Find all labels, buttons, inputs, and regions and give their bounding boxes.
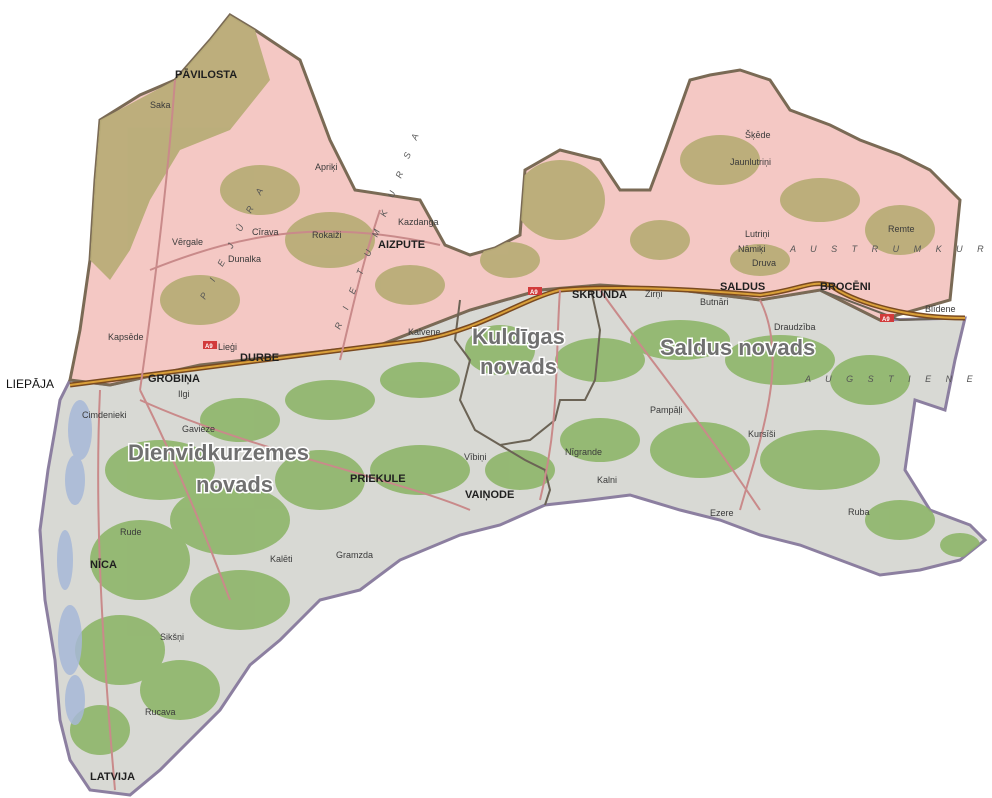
city-labels: PĀVILOSTA AIZPUTE SALDUS BROCĒNI SKRUNDA… (6, 69, 871, 783)
town-kaleti: Kalēti (270, 554, 293, 564)
town-draudziba: Draudzība (774, 322, 816, 332)
town-apriki: Apriķi (315, 162, 338, 172)
town-kalvene: Kalvene (408, 327, 441, 337)
upland-austrumkursa: A U S T R U M K U R S (789, 244, 992, 254)
town-namiki: Nāmiķi (738, 244, 766, 254)
region-saldus: Saldus novads (660, 335, 815, 360)
town-siksni: Sikšņi (160, 632, 184, 642)
town-rude: Rude (120, 527, 142, 537)
town-zirni: Zirņi (645, 289, 663, 299)
town-kursisi: Kursīši (748, 429, 776, 439)
region-kuldigas-line2: novads (480, 354, 557, 379)
town-jaunlutrini: Jaunlutriņi (730, 157, 771, 167)
town-lutrini: Lutriņi (745, 229, 770, 239)
city-aizpute: AIZPUTE (378, 239, 425, 251)
town-vergale: Vērgale (172, 237, 203, 247)
road-shield-a9 (203, 341, 217, 349)
town-ezere: Ezere (710, 508, 734, 518)
road-a9b-label: A9 (530, 290, 538, 296)
town-kazdanga: Kazdanga (398, 217, 439, 227)
town-gramzda: Gramzda (336, 550, 373, 560)
town-labels: Saka Apriķi Vērgale Cīrava Dunalka Rokai… (82, 100, 956, 717)
region-dienvidkurzemes-line1: Dienvidkurzemes (128, 440, 309, 465)
town-dunalka: Dunalka (228, 254, 261, 264)
city-pavilosta: PĀVILOSTA (175, 69, 237, 81)
town-druva: Druva (752, 258, 776, 268)
region-dienvidkurzemes-line2: novads (196, 472, 273, 497)
town-skede: Šķēde (745, 130, 771, 140)
city-latvija: LATVIJA (90, 771, 135, 783)
roads (69, 79, 966, 791)
region-labels: Kuldīgas novads Saldus novads Dienvidkur… (127, 323, 817, 499)
town-ruba: Ruba (848, 507, 870, 517)
town-ilgi: Ilgi (178, 389, 190, 399)
road-shield-a9c (880, 314, 894, 322)
town-saka: Saka (150, 100, 171, 110)
southern-area (38, 283, 988, 797)
town-rucava: Rucava (145, 707, 176, 717)
city-durbe: DURBE (240, 352, 279, 364)
town-cimdenieki: Cimdenieki (82, 410, 127, 420)
city-broceni: BROCĒNI (820, 281, 871, 293)
town-lieg: Lieģi (218, 342, 237, 352)
road-shields: A9 A9 A9 (203, 287, 894, 350)
city-priekule: PRIEKULE (350, 473, 406, 485)
town-kapsede: Kapsēde (108, 332, 144, 342)
town-blidene: Blīdene (925, 304, 956, 314)
town-remte: Remte (888, 224, 915, 234)
city-liepaja: LIEPĀJA (6, 377, 54, 391)
town-vibini: Vībiņi (464, 452, 487, 462)
city-nica: NĪCA (90, 559, 117, 571)
region-kuldigas-line1: Kuldīgas (472, 324, 565, 349)
road-a9-label: A9 (205, 344, 213, 350)
upland-augstiene: A U G S T I E N E (804, 374, 979, 384)
city-grobina: GROBIŅA (148, 373, 200, 385)
town-nigrande: Nīgrande (565, 447, 602, 457)
town-gavieze: Gavieze (182, 424, 215, 434)
town-pampali: Pampāļi (650, 405, 683, 415)
road-a9c-label: A9 (882, 317, 890, 323)
city-saldus: SALDUS (720, 281, 765, 293)
town-cirava: Cīrava (252, 227, 279, 237)
road-shield-a9b (528, 287, 542, 295)
city-vainode: VAIŅODE (465, 489, 514, 501)
city-skrunda: SKRUNDA (572, 289, 627, 301)
town-butnari: Butnāri (700, 297, 729, 307)
town-rokaiziemi: Rokaiži (312, 230, 342, 240)
town-kalni: Kalni (597, 475, 617, 485)
